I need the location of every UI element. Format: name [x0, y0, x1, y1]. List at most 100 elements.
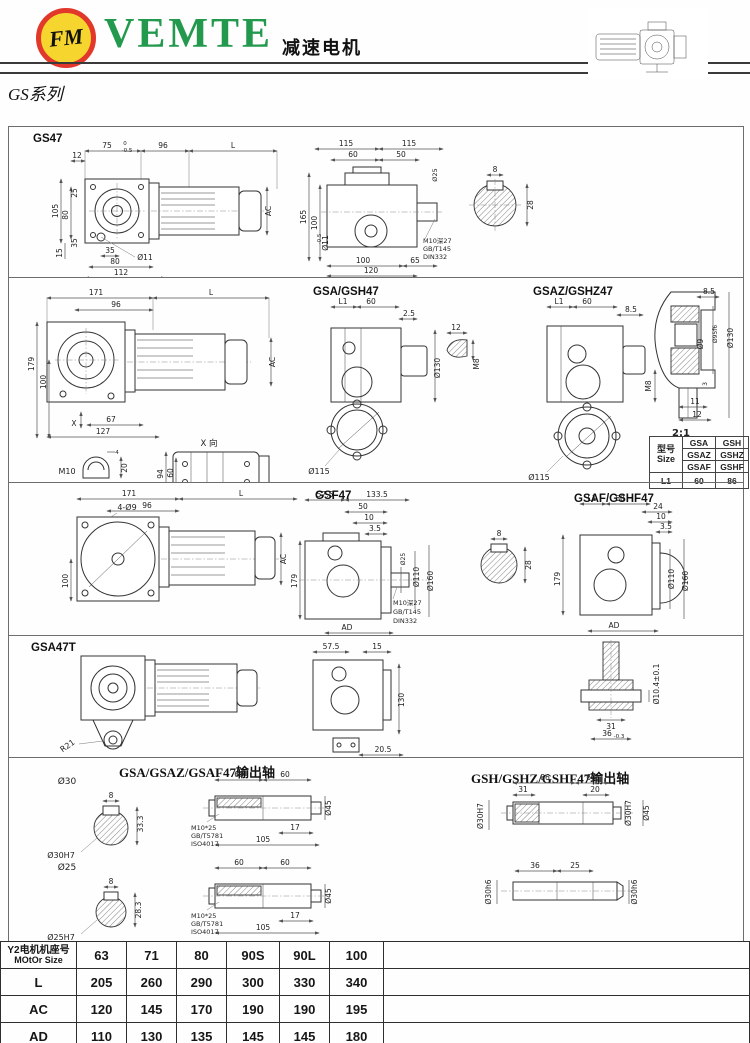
size-row-label: L1 — [649, 472, 683, 489]
svg-text:179: 179 — [553, 572, 562, 587]
svg-text:8.5: 8.5 — [703, 287, 715, 296]
svg-text:L: L — [239, 489, 244, 498]
svg-text:80: 80 — [61, 210, 70, 220]
size-table-header: 型号 Size — [649, 436, 683, 473]
value-cell: 290 — [176, 968, 227, 996]
svg-text:20: 20 — [590, 785, 600, 794]
size-cell: GSH — [715, 436, 749, 449]
svg-text:12: 12 — [72, 151, 82, 160]
size-table-header-cn: 型号 — [656, 444, 675, 455]
svg-text:67: 67 — [106, 415, 116, 424]
svg-text:3: 3 — [702, 382, 709, 386]
svg-text:165: 165 — [299, 210, 308, 225]
svg-text:R21: R21 — [59, 738, 77, 754]
svg-text:Ø25: Ø25 — [58, 862, 77, 873]
svg-text:94: 94 — [156, 469, 165, 479]
drawing-title-gs47: GS47 — [33, 133, 63, 145]
empty-cell — [383, 968, 750, 996]
svg-text:60: 60 — [366, 297, 376, 306]
svg-text:179: 179 — [290, 574, 299, 589]
header-divider — [0, 62, 750, 74]
section-gsa47t: GSA47T R21 57. — [9, 635, 743, 758]
svg-text:Ø130: Ø130 — [433, 358, 442, 378]
svg-text:96: 96 — [142, 501, 152, 510]
size-value: 86 — [715, 472, 749, 489]
drawing-title-gsaz-gshz47: GSAZ/GSHZ47 — [533, 286, 613, 298]
svg-text:Ø45: Ø45 — [642, 805, 651, 821]
svg-text:L: L — [231, 141, 236, 150]
drawing-title-gsaf-gshf47: GSAF/GSHF47 — [574, 493, 654, 505]
svg-text:M8: M8 — [644, 380, 653, 391]
svg-text:GB/T5781: GB/T5781 — [191, 832, 223, 840]
value-cell: 145 — [126, 995, 177, 1023]
svg-text:127: 127 — [96, 427, 111, 436]
svg-text:171: 171 — [89, 288, 104, 297]
value-cell: 145 — [226, 1022, 280, 1043]
value-cell: 130 — [126, 1022, 177, 1043]
svg-text:ISO4017: ISO4017 — [191, 928, 219, 936]
col-header: 100 — [329, 941, 384, 969]
empty-cell — [383, 1022, 750, 1043]
size-cell: GSAF — [682, 460, 716, 473]
svg-text:120: 120 — [364, 266, 379, 275]
svg-text:Ø30H7: Ø30H7 — [476, 803, 485, 829]
svg-text:Ø160: Ø160 — [681, 571, 690, 591]
svg-text:Ø25H7: Ø25H7 — [47, 932, 75, 942]
size-cell: GSHF — [715, 460, 749, 473]
svg-text:20.5: 20.5 — [375, 745, 392, 754]
col-header: 71 — [126, 941, 177, 969]
svg-text:60: 60 — [280, 770, 290, 779]
svg-text:36: 36 — [602, 729, 612, 738]
col-header: 90S — [226, 941, 280, 969]
value-cell: 330 — [279, 968, 330, 996]
svg-text:GB/T145: GB/T145 — [423, 245, 451, 253]
series-label: GS系列 — [8, 85, 63, 104]
svg-text:171: 171 — [122, 489, 137, 498]
svg-text:L1: L1 — [588, 494, 597, 503]
svg-text:L1: L1 — [555, 297, 564, 306]
svg-text:Ø9: Ø9 — [696, 338, 705, 349]
table-row: AD 110 130 135 145 145 180 — [0, 1022, 750, 1043]
svg-text:60: 60 — [586, 773, 596, 782]
svg-text:31: 31 — [518, 785, 528, 794]
svg-text:28.3: 28.3 — [134, 901, 143, 918]
svg-text:Ø10.4±0.1: Ø10.4±0.1 — [652, 663, 661, 704]
row-label: AD — [0, 1022, 77, 1043]
size-table: 型号 Size GSA GSH GSAZ GSHZ GSAF GSHF L1 6… — [649, 436, 749, 489]
svg-text:Ø115: Ø115 — [528, 472, 550, 482]
value-cell: 300 — [226, 968, 280, 996]
svg-text:Ø45: Ø45 — [324, 800, 333, 816]
svg-text:86: 86 — [540, 773, 550, 782]
gsa47t-drawings: R21 57.5 15 130 20.5 — [59, 640, 661, 757]
svg-text:8: 8 — [109, 877, 114, 886]
svg-text:10: 10 — [364, 513, 374, 522]
svg-text:60: 60 — [348, 150, 358, 159]
motor-size-header-en: MOtOr Size — [14, 954, 63, 965]
value-cell: 135 — [176, 1022, 227, 1043]
title-gsa-output-shaft: GSA/GSAZ/GSAF47输出轴 — [119, 765, 276, 780]
svg-text:50: 50 — [396, 150, 406, 159]
svg-text:-0.5: -0.5 — [317, 233, 323, 244]
svg-text:105: 105 — [51, 204, 60, 219]
section-gsa-gsh47: GSA/GSH47 GSAZ/GSHZ47 171 96 L — [9, 277, 749, 489]
svg-text:35: 35 — [105, 246, 115, 255]
svg-text:35: 35 — [70, 238, 79, 248]
col-header: 80 — [176, 941, 227, 969]
value-cell: 190 — [226, 995, 280, 1023]
svg-text:96: 96 — [158, 141, 168, 150]
svg-text:25: 25 — [570, 861, 580, 870]
svg-text:DIN332: DIN332 — [423, 253, 447, 261]
gsf47-drawings: 4-Ø9 Ø130 171 96 L — [61, 489, 690, 635]
svg-text:Ø45: Ø45 — [324, 888, 333, 904]
svg-text:M10*25: M10*25 — [191, 824, 216, 832]
motor-dimension-table: Y2电机机座号 MOtOr Size 63 71 80 90S 90L 100 … — [0, 941, 750, 1043]
svg-text:60: 60 — [234, 770, 244, 779]
svg-text:100: 100 — [356, 256, 371, 265]
drawing-frame: GS47 75 0-0.5 96 L 12 — [8, 126, 749, 942]
svg-text:0: 0 — [123, 141, 127, 147]
svg-text:28: 28 — [524, 560, 533, 570]
svg-text:96: 96 — [111, 300, 121, 309]
svg-text:2:1: 2:1 — [672, 428, 690, 439]
value-cell: 260 — [126, 968, 177, 996]
